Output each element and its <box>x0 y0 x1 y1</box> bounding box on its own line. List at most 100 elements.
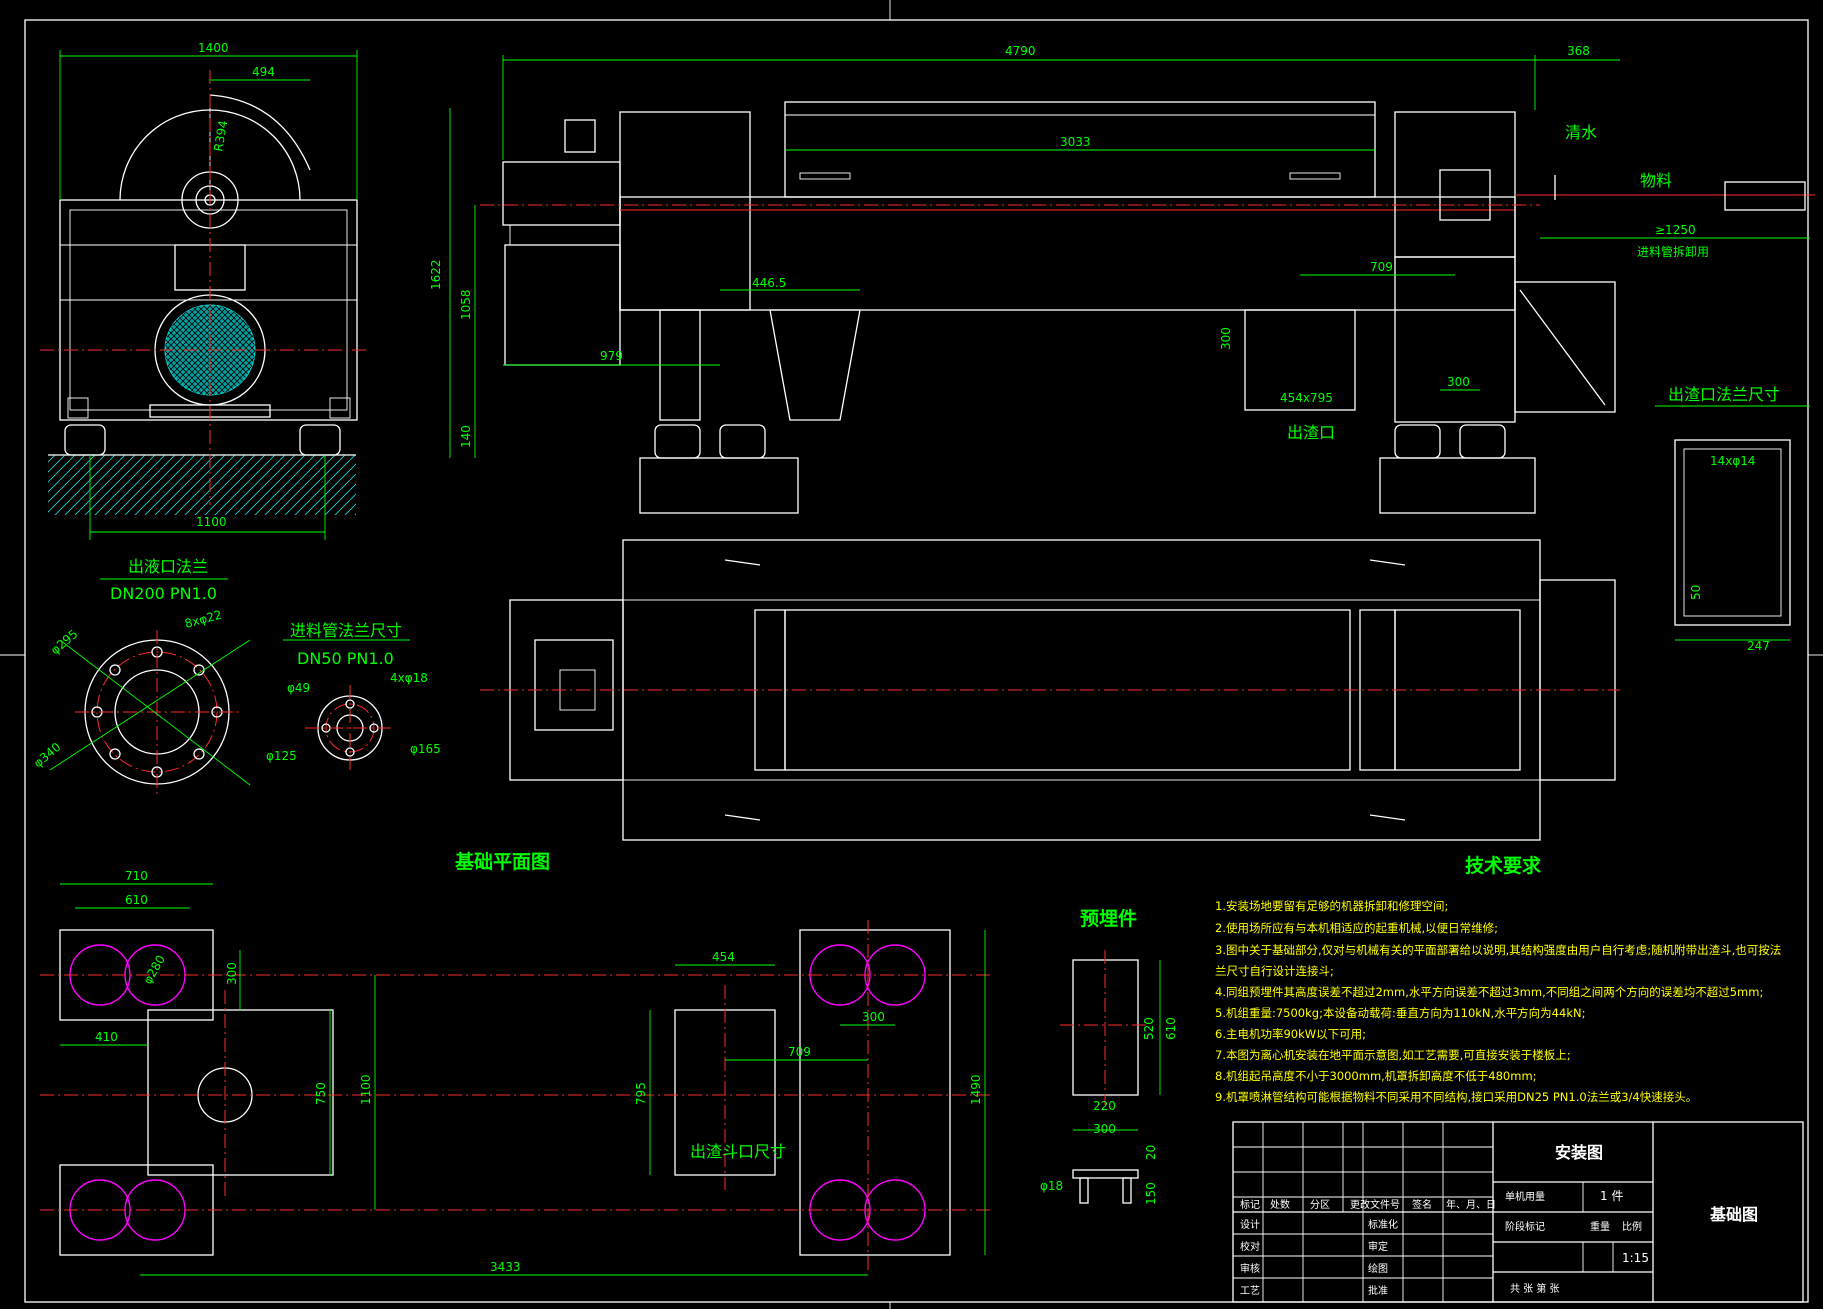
tb-designer: 设计 <box>1240 1218 1260 1231</box>
tech-req-item: 9.机罩喷淋管结构可能根据物料不同采用不同结构,接口采用DN25 PN1.0法兰… <box>1215 1090 1697 1104</box>
dim-fnd-610: 610 <box>125 893 148 907</box>
dim-feed-phi165: φ165 <box>410 742 441 756</box>
tb-audit: 审定 <box>1368 1240 1388 1253</box>
dim-side-709: 709 <box>1370 260 1393 274</box>
dim-slag-14x14: 14xφ14 <box>1710 454 1756 468</box>
tb-approve: 批准 <box>1368 1284 1388 1297</box>
dim-feed-phi49: φ49 <box>287 681 310 695</box>
liquid-flange-spec: DN200 PN1.0 <box>110 584 217 603</box>
dim-flange-phi340: φ340 <box>31 740 64 771</box>
dim-front-base: 1100 <box>196 515 227 529</box>
dim-fnd-300b: 300 <box>862 1010 885 1024</box>
dim-side-height-axis: 1058 <box>459 289 473 320</box>
front-view <box>40 50 370 540</box>
tech-req-item: 3.图中关于基础部分,仅对与机械有关的平面部署给以说明,其结构强度由用户自行考虑… <box>1215 943 1781 957</box>
tech-req-item: 1.安装场地要留有足够的机器拆卸和修理空间; <box>1215 899 1448 913</box>
dim-fnd-710: 710 <box>125 869 148 883</box>
embedded-title: 预埋件 <box>1080 907 1137 930</box>
tb-rev-sign: 签名 <box>1412 1198 1432 1211</box>
tb-rev-zone: 分区 <box>1310 1199 1330 1211</box>
tb-checker: 校对 <box>1240 1240 1260 1253</box>
dim-side-1250: ≥1250 <box>1655 223 1696 237</box>
dim-side-300a: 300 <box>1219 327 1233 350</box>
dim-fnd-410: 410 <box>95 1030 118 1044</box>
dim-flange-8x22: 8xφ22 <box>183 608 223 631</box>
tb-rev-date: 年、月、日 <box>1446 1198 1496 1211</box>
tb-rev-doc: 更改文件号 <box>1350 1198 1400 1211</box>
feed-flange-spec: DN50 PN1.0 <box>297 649 394 668</box>
slag-flange <box>1655 405 1810 641</box>
dim-side-height-total: 1622 <box>429 259 443 290</box>
tech-req-list: 1.安装场地要留有足够的机器拆卸和修理空间; 2.使用场所应有与本机相适应的起重… <box>1215 899 1781 1104</box>
feed-flange-title: 进料管法兰尺寸 <box>290 621 402 640</box>
tb-stage-mark: 阶段标记 <box>1505 1220 1545 1233</box>
tb-part-name: 基础图 <box>1709 1205 1758 1224</box>
tb-standardization: 标准化 <box>1368 1218 1398 1231</box>
dim-fnd-3433: 3433 <box>490 1260 521 1274</box>
dim-slag-50: 50 <box>1689 585 1703 600</box>
feed-flange <box>283 639 410 770</box>
dim-fnd-1100: 1100 <box>359 1074 373 1105</box>
dim-emb-220: 220 <box>1093 1099 1116 1113</box>
tech-req-item: 7.本图为离心机安装在地平面示意图,如工艺需要,可直接安装于楼板上; <box>1215 1048 1571 1062</box>
dim-front-494: 494 <box>252 65 275 79</box>
ground-hatch <box>48 455 356 515</box>
dim-side-base: 140 <box>459 425 473 448</box>
label-material: 物料 <box>1640 171 1672 190</box>
dim-emb-phi18: φ18 <box>1040 1179 1063 1193</box>
dim-feed-4x18: 4xφ18 <box>390 671 428 685</box>
label-clean-water: 清水 <box>1565 123 1597 142</box>
tb-sheets: 共 张 第 张 <box>1510 1282 1560 1295</box>
tb-quantity: 1 件 <box>1600 1189 1623 1203</box>
dim-fnd-phi280: φ280 <box>140 953 168 987</box>
tb-draftsman: 绘图 <box>1368 1262 1388 1275</box>
tb-quantity-label: 单机用量 <box>1505 1190 1545 1203</box>
slag-flange-title: 出渣口法兰尺寸 <box>1668 385 1780 404</box>
dim-fnd-454: 454 <box>712 950 735 964</box>
tech-req-title: 技术要求 <box>1465 854 1542 877</box>
dim-side-300b: 300 <box>1447 375 1470 389</box>
dim-side-446: 446.5 <box>752 276 786 290</box>
tech-req-item: 2.使用场所应有与本机相适应的起重机械,以便日常维修; <box>1215 921 1498 935</box>
dim-front-width: 1400 <box>198 41 229 55</box>
title-block <box>1232 1121 1804 1303</box>
label-slag-outlet: 出渣口 <box>1287 423 1335 442</box>
tech-req-item: 6.主电机功率90kW以下可用; <box>1215 1027 1366 1041</box>
tb-rev-count: 处数 <box>1270 1198 1290 1211</box>
tb-scale-label: 比例 <box>1622 1220 1642 1233</box>
tb-weight: 重量 <box>1590 1220 1610 1233</box>
tb-reviewer: 审核 <box>1240 1262 1260 1275</box>
tb-process: 工艺 <box>1240 1285 1260 1297</box>
flange-bolt-holes <box>91 646 223 778</box>
dim-flange-phi295: φ295 <box>48 627 81 658</box>
plan-view <box>480 539 1620 841</box>
tech-req-item: 5.机组重量:7500kg;本设备动载荷:垂直方向为110kN,水平方向为44k… <box>1215 1006 1585 1020</box>
dim-fnd-750: 750 <box>314 1082 328 1105</box>
tech-req-item: 8.机组起吊高度不小于3000mm,机罩拆卸高度不低于480mm; <box>1215 1069 1537 1083</box>
dim-fnd-300a: 300 <box>225 962 239 985</box>
dim-front-radius: R394 <box>211 119 230 152</box>
tb-scale: 1:15 <box>1622 1251 1649 1265</box>
tb-rev-mark: 标记 <box>1240 1199 1260 1211</box>
dim-emb-300: 300 <box>1093 1122 1116 1136</box>
foundation-plan-title: 基础平面图 <box>454 850 550 873</box>
label-hopper-size: 出渣斗口尺寸 <box>690 1142 786 1161</box>
dim-emb-610: 610 <box>1164 1017 1178 1040</box>
liquid-flange-title: 出液口法兰 <box>128 557 208 576</box>
dim-side-979: 979 <box>600 349 623 363</box>
tech-req-item: 4.同组预埋件其高度误差不超过2mm,水平方向误差不超过3mm,不同组之间两个方… <box>1215 985 1763 999</box>
dim-slag-247: 247 <box>1747 639 1770 653</box>
label-feed-pipe-removal: 进料管拆卸用 <box>1637 244 1709 259</box>
dim-fnd-709: 709 <box>788 1045 811 1059</box>
dim-emb-150: 150 <box>1144 1182 1158 1205</box>
tb-drawing-name: 安装图 <box>1555 1143 1603 1162</box>
dim-emb-520: 520 <box>1142 1017 1156 1040</box>
dim-side-368: 368 <box>1567 44 1590 58</box>
dim-emb-20: 20 <box>1144 1145 1158 1160</box>
embedded-part <box>1060 950 1161 1204</box>
dim-side-bowl: 3033 <box>1060 135 1091 149</box>
foundation-plan <box>40 883 990 1276</box>
tech-req-item: 兰尺寸自行设计连接斗; <box>1215 964 1334 978</box>
